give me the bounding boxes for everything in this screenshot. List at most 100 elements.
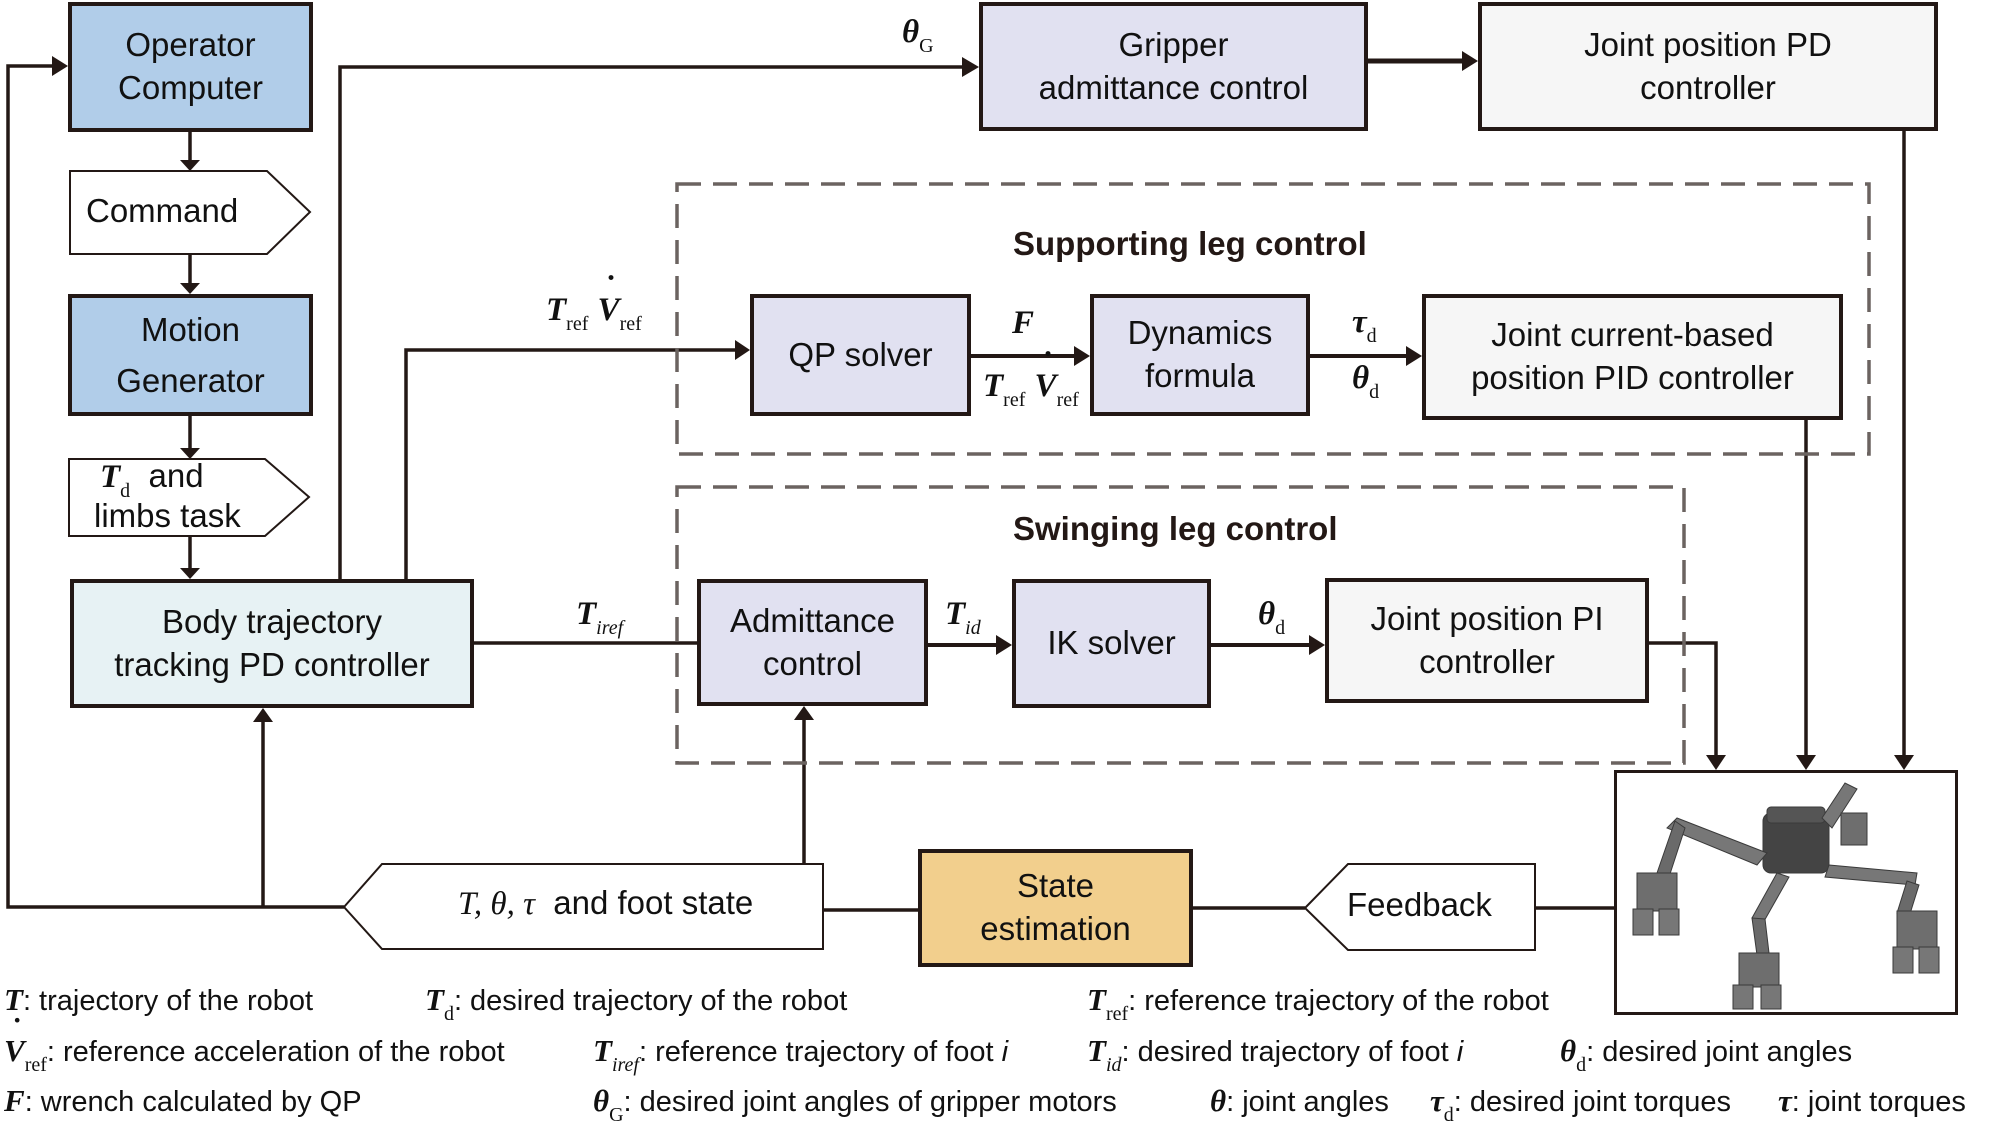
legend-item-tiref: Tiref: reference trajectory of foot i — [593, 1033, 1008, 1077]
robot-leg — [1666, 817, 1768, 866]
signal-theta-d-swing: θd — [1258, 594, 1285, 640]
swinging-leg-title: Swinging leg control — [1013, 510, 1338, 547]
td-line1: and — [148, 457, 204, 494]
joint-pd-line1: Joint position PD — [1584, 25, 1832, 63]
vref-symbol: V — [598, 270, 620, 329]
state-estimation-line2: estimation — [980, 910, 1131, 947]
t-iref-symbol: T — [576, 596, 597, 632]
arrow-icon — [180, 283, 200, 294]
legend-text: : desired trajectory of the robot — [453, 985, 848, 1017]
legend-text: : joint angles — [1226, 1086, 1389, 1118]
signal-tref-vref-lower: Tref Vref — [983, 346, 1079, 412]
legend-symbol: T — [593, 1033, 612, 1068]
arrow-icon — [1462, 51, 1478, 71]
admittance-line2: control — [762, 644, 863, 682]
joint-position-pi-block: Joint position PI controller — [1325, 578, 1649, 703]
arrow-icon — [1309, 635, 1325, 655]
operator-computer-block: Operator Computer — [68, 2, 313, 132]
legend-item-tau-d: τd: desired joint torques — [1430, 1083, 1731, 1127]
legend-text: : reference acceleration of the robot — [46, 1036, 505, 1068]
state-estimation-block: State estimation — [918, 849, 1193, 967]
joint-current-line2: position PID controller — [1471, 359, 1794, 396]
t-iref-sub: iref — [596, 617, 624, 639]
arrow-icon — [735, 340, 750, 360]
operator-computer-line2: Computer — [118, 69, 263, 106]
body-trajectory-line1: Body trajectory — [161, 602, 383, 640]
arrow-icon — [794, 706, 814, 720]
legend-symbol: θ — [1560, 1033, 1577, 1068]
robot-foot — [1636, 872, 1678, 912]
tref-symbol: T — [546, 292, 567, 328]
legend-text: : reference trajectory of foot — [638, 1036, 1002, 1068]
td-task-label: Td and — [100, 456, 204, 503]
state-feedback-pentagon — [342, 863, 824, 950]
arrow-icon — [1074, 346, 1090, 366]
theta-g-symbol: θ — [902, 14, 920, 50]
supporting-leg-title: Supporting leg control — [1013, 225, 1367, 262]
signal-t-id: Tid — [945, 594, 981, 640]
legend-item-vref: Vref: reference acceleration of the robo… — [4, 1011, 505, 1077]
gripper-admittance-block: Gripper admittance control — [979, 2, 1368, 131]
legend-item-tref: Tref: reference trajectory of the robot — [1087, 982, 1549, 1026]
legend-sub: d — [1443, 1104, 1454, 1126]
legend-sub: id — [1105, 1054, 1122, 1076]
joint-pi-line1: Joint position PI — [1370, 599, 1604, 637]
theta-g-sub: G — [919, 35, 934, 57]
legend-symbol: T — [1087, 982, 1106, 1017]
signal-t-iref: Tiref — [576, 594, 623, 640]
td-sub: d — [120, 480, 131, 502]
legend-text: : wrench calculated by QP — [24, 1086, 362, 1118]
legend-sub: d — [1576, 1054, 1587, 1076]
dynamics-formula-block: Dynamics formula — [1090, 294, 1310, 416]
joint-current-pid-block: Joint current-based position PID control… — [1422, 294, 1843, 420]
state-estimation-line1: State — [1016, 867, 1095, 905]
arrow-icon — [1706, 755, 1726, 770]
theta-d-symbol: θ — [1352, 360, 1370, 396]
dynamics-line2: formula — [1144, 357, 1256, 394]
theta-d-sub: d — [1369, 381, 1380, 403]
state-symbols: T, θ, τ — [458, 886, 535, 922]
legend-item-f: F: wrench calculated by QP — [4, 1083, 362, 1119]
wire-jointpi-robot — [1649, 641, 1718, 758]
tau-d-symbol: τ — [1352, 304, 1367, 340]
vref-sub: ref — [1056, 389, 1079, 411]
feedback-pentagon — [1303, 863, 1536, 951]
joint-position-pd-block: Joint position PD controller — [1478, 2, 1938, 131]
legend-text: : reference trajectory of the robot — [1128, 985, 1549, 1017]
robot-foot — [1840, 812, 1868, 846]
arrow-icon — [1796, 755, 1816, 770]
legend-symbol: T — [1087, 1033, 1106, 1068]
arrowheads — [52, 51, 1914, 770]
arrow-icon — [180, 160, 200, 171]
legend-text: : desired joint angles — [1586, 1036, 1853, 1068]
supporting-leg-group-frame — [675, 182, 1871, 456]
state-feedback-label: T, θ, τ and foot state — [458, 884, 753, 923]
signal-f: F — [1012, 303, 1034, 342]
legend-item-tid: Tid: desired trajectory of foot i — [1087, 1033, 1463, 1077]
motion-generator-line1: Motion — [140, 310, 241, 348]
robot-foot — [1738, 952, 1780, 988]
vref-symbol: V — [1035, 346, 1057, 405]
wire-body-qp — [404, 348, 738, 579]
legend-text: : desired trajectory of foot — [1121, 1036, 1457, 1068]
legend-item-theta-d: θd: desired joint angles — [1560, 1033, 1852, 1077]
theta-d-symbol: θ — [1258, 596, 1276, 632]
arrow-icon — [1894, 755, 1914, 770]
ik-solver-label: IK solver — [1047, 624, 1176, 662]
legend-sub: iref — [611, 1054, 639, 1076]
command-pentagon — [69, 170, 312, 255]
legend-tail: i — [1456, 1036, 1464, 1068]
arrow-icon — [1406, 346, 1422, 366]
robot-foot — [1896, 910, 1938, 950]
tref-symbol: T — [983, 368, 1004, 404]
t-id-symbol: T — [945, 596, 966, 632]
t-id-sub: id — [965, 617, 981, 639]
robot-leg — [1821, 782, 1858, 829]
legend-sub: ref — [24, 1054, 47, 1076]
state-text: and foot state — [553, 884, 754, 921]
legend-text: : joint torques — [1791, 1086, 1966, 1118]
legend-symbol: F — [4, 1083, 25, 1118]
motion-generator-block: Motion Generator — [68, 294, 313, 416]
admittance-control-block: Admittance control — [697, 579, 928, 706]
